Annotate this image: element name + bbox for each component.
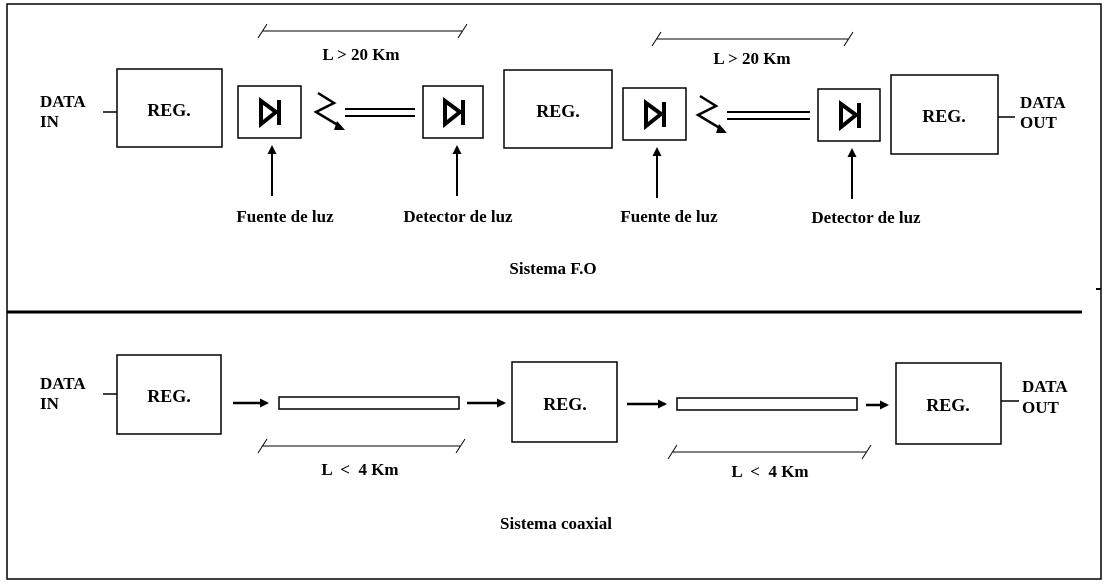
- fo-regenerator-label-3: REG.: [922, 106, 966, 126]
- coax-length-label-1: L < 4 Km: [321, 460, 398, 479]
- light-emission-arrowhead-icon: [334, 121, 345, 130]
- coaxial-system: DATA IN REG. REG. REG. DATA OUT: [40, 354, 1068, 533]
- coax-cable-2: [676, 397, 858, 411]
- fo-source-label-1: Fuente de luz: [236, 207, 334, 226]
- coax-length-marker-1: [257, 438, 466, 454]
- fo-light-source-box-1: [237, 85, 302, 139]
- fo-regenerator-box-1: [116, 68, 223, 148]
- fo-system-caption: Sistema F.O: [509, 259, 596, 278]
- coax-data-in-label-line1: DATA: [40, 374, 86, 393]
- fo-regenerator-label-1: REG.: [147, 100, 191, 120]
- fo-regenerator-label-2: REG.: [536, 101, 580, 121]
- coax-regenerator-label-2: REG.: [543, 394, 587, 414]
- fo-light-source-box-2: [622, 87, 687, 141]
- coax-length-label-2: L < 4 Km: [731, 462, 808, 481]
- coax-data-out-label-line2: OUT: [1022, 398, 1060, 417]
- fo-detector-label-2: Detector de luz: [811, 208, 921, 227]
- fo-regenerator-box-3: [890, 74, 999, 155]
- fo-data-out-label-line2: OUT: [1020, 113, 1058, 132]
- fo-light-detector-box-2: [817, 88, 881, 142]
- photodiode-icon: [839, 100, 861, 132]
- fo-data-in-label-line2: IN: [40, 112, 60, 131]
- fo-detector-label-1: Detector de luz: [403, 207, 513, 226]
- coax-cable-1: [278, 396, 460, 410]
- coax-regenerator-label-3: REG.: [926, 395, 970, 415]
- photodiode-icon: [443, 97, 465, 129]
- fo-regenerator-box-2: [503, 69, 613, 149]
- fo-length-label-1: L > 20 Km: [322, 45, 399, 64]
- coax-regenerator-label-1: REG.: [147, 386, 191, 406]
- light-emission-arrowhead-icon: [716, 124, 727, 133]
- fo-length-marker-2: [651, 31, 854, 47]
- fo-data-out-label-line1: DATA: [1020, 93, 1066, 112]
- coax-data-in-label-line2: IN: [40, 394, 60, 413]
- fo-light-detector-box-1: [422, 85, 484, 139]
- fo-length-marker-1: [257, 23, 468, 39]
- outer-frame: [6, 3, 1102, 580]
- coax-data-out-label-line1: DATA: [1022, 377, 1068, 396]
- diode-icon: [259, 97, 281, 129]
- coax-length-marker-2: [667, 444, 872, 460]
- fo-source-label-2: Fuente de luz: [620, 207, 718, 226]
- fo-length-label-2: L > 20 Km: [713, 49, 790, 68]
- coax-system-caption: Sistema coaxial: [500, 514, 612, 533]
- light-emission-icon: [313, 91, 342, 129]
- coax-regenerator-box-3: [895, 362, 1002, 445]
- coax-regenerator-box-2: [511, 361, 618, 443]
- light-emission-icon: [695, 94, 724, 132]
- diode-icon: [644, 99, 666, 131]
- coax-regenerator-box-1: [116, 354, 222, 435]
- fiber-optic-system: DATA IN REG. REG.: [40, 23, 1066, 278]
- fo-data-in-label-line1: DATA: [40, 92, 86, 111]
